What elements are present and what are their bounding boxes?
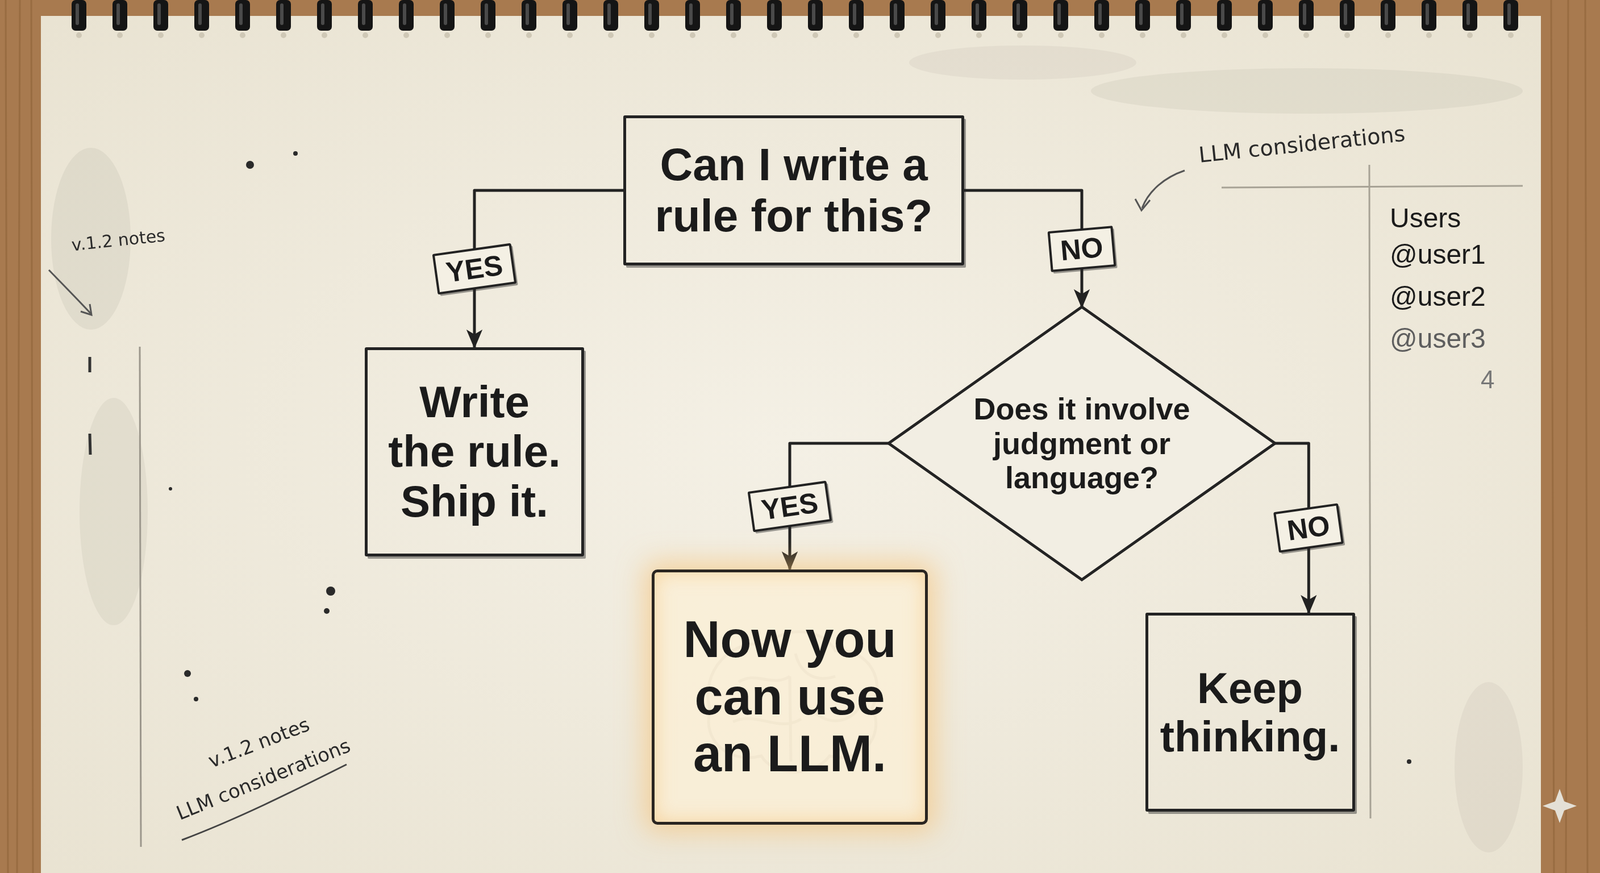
version-note: v.1.2 notes [70, 225, 166, 255]
ink-dot [193, 696, 199, 702]
node-text: Now you can use an LLM. [670, 610, 910, 783]
process-box: Write the rule. Ship it. [364, 347, 585, 557]
diamond-shape [888, 306, 1275, 580]
node-text: Write the rule. Ship it. [383, 377, 566, 527]
wood-grain [5, 0, 1588, 873]
branch-tag: NO [1047, 225, 1117, 273]
ink-dot [184, 669, 191, 677]
smudge [909, 45, 1137, 80]
paper-smudges [51, 45, 1523, 853]
ink-dot [326, 586, 336, 596]
ink-dot [293, 151, 298, 156]
user-handle: @user3 [1389, 322, 1486, 354]
smudge [79, 397, 148, 625]
user-handle: @user1 [1389, 238, 1486, 270]
decision-diamond: Does it involve judgment or language? [888, 306, 1275, 580]
user-count: 4 [1480, 365, 1495, 394]
process-box: Keep thinking. [1145, 612, 1356, 812]
smudge [1090, 68, 1523, 114]
smudge [1454, 681, 1523, 853]
ink-dot [246, 160, 254, 169]
ink-dot [323, 607, 330, 614]
callout-note: LLM considerations [1197, 121, 1407, 168]
node-text: Keep thinking. [1155, 663, 1346, 761]
column-rule [1369, 164, 1371, 819]
header-rule [1221, 185, 1523, 188]
leader-arrowhead [1135, 198, 1150, 211]
spiral-binding [56, 0, 1535, 41]
question-box: Can I write a rule for this? [623, 115, 965, 266]
branch-tag: YES [747, 480, 833, 532]
branch-tag: YES [432, 243, 518, 295]
list-heading: Users [1389, 202, 1461, 234]
branch-tag: NO [1273, 502, 1344, 553]
margin-line [139, 346, 141, 847]
leader-line [48, 269, 91, 314]
ink-dot [1406, 759, 1412, 764]
node-text: Can I write a rule for this? [646, 139, 942, 241]
leader-arrowhead [80, 303, 92, 315]
margin-tick [89, 356, 91, 455]
highlight-box: Now you can use an LLM. [651, 569, 928, 825]
paper-sheet [40, 15, 1541, 873]
ink-dot [168, 486, 173, 491]
sparkle-mark [1542, 788, 1577, 823]
node-text: Does it involve judgment or language? [968, 391, 1196, 495]
user-handle: @user2 [1389, 280, 1486, 312]
